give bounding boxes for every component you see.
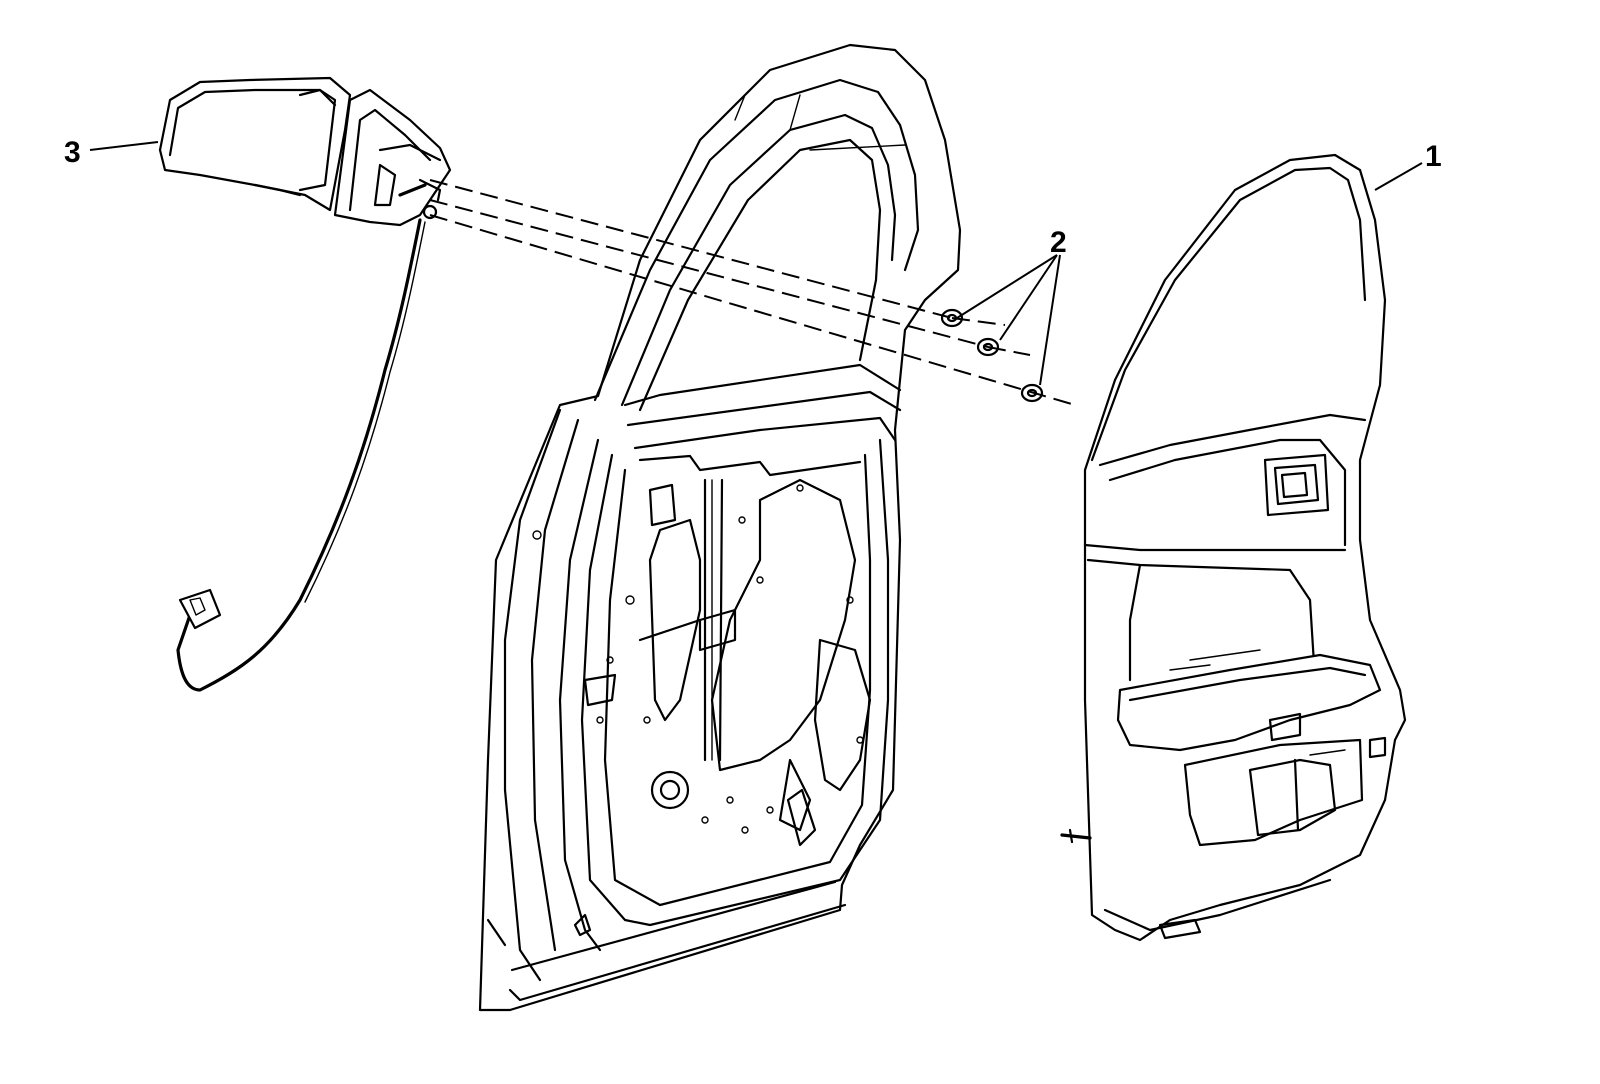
mirror-wiring-harness bbox=[176, 218, 426, 692]
callout-1-label: 1 bbox=[1425, 140, 1442, 173]
panel-holes bbox=[532, 484, 864, 834]
callout-3-label: 3 bbox=[64, 136, 81, 169]
door-inner-panel bbox=[478, 43, 962, 1012]
callout-2-label: 2 bbox=[1050, 226, 1067, 259]
alignment-lines bbox=[429, 179, 1076, 406]
callout-3: 3 bbox=[64, 136, 159, 169]
callout-2: 2 bbox=[956, 226, 1067, 386]
door-trim-panel bbox=[1060, 153, 1407, 942]
callout-1: 1 bbox=[1374, 140, 1442, 191]
outside-rearview-mirror bbox=[158, 76, 452, 227]
